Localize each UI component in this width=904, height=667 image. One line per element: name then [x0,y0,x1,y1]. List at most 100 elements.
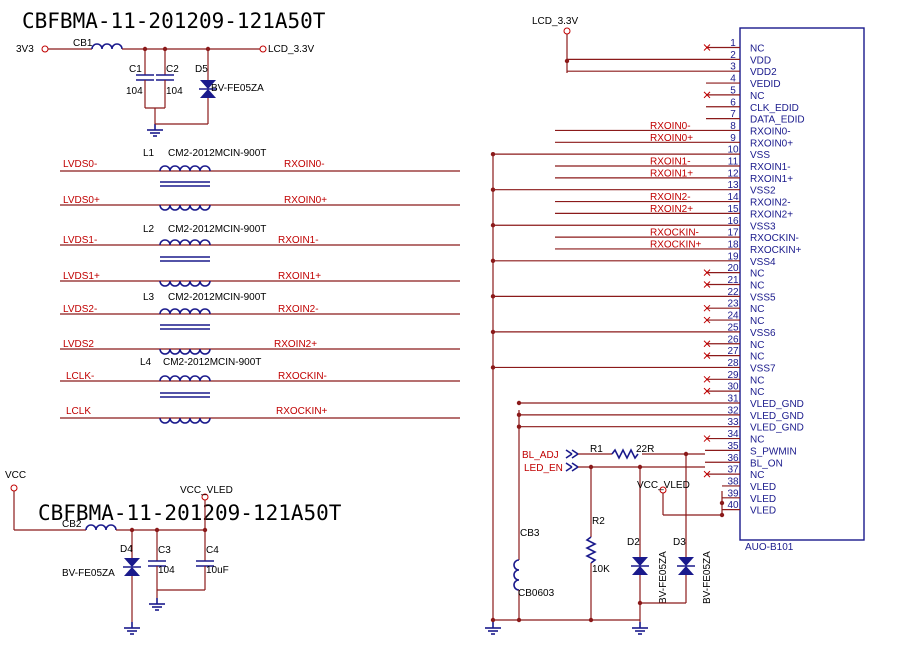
pin-name: NC [750,91,764,102]
lvds-input-label: LCLK [66,406,91,417]
pin-name: NC [750,44,764,55]
power-port-3v3 [41,45,49,53]
d3-label: D3 [673,537,686,548]
c3-label: C3 [158,545,171,556]
pin-name: RXOIN0+ [750,138,793,149]
pin-number: 4 [730,74,736,85]
pin-number: 14 [727,192,739,203]
l2-value: CM2-2012MCIN-900T [168,224,266,235]
l4-value: CM2-2012MCIN-900T [163,357,261,368]
pin-number: 10 [727,145,739,156]
connector-pin: 8 RXOIN0- RXOIN0- [555,121,791,137]
pin-name: VLED_GND [750,399,804,410]
d2-label: D2 [627,537,640,548]
resistor-r2 [585,536,597,564]
pin-number: 31 [727,394,739,405]
pin-number: 6 [730,97,736,108]
pin-number: 32 [727,405,739,416]
d4-label: D4 [120,544,133,555]
pin-number: 17 [727,228,739,239]
pin-net-label: RXOIN1- [650,157,691,168]
lvds-output-label: RXOIN0- [284,159,325,170]
lvds-output-label: RXOIN1+ [278,271,321,282]
pin-name: RXOIN1- [750,162,791,173]
c1-label: C1 [129,64,142,75]
pin-name: RXOIN1+ [750,174,793,185]
pin-name: NC [750,304,764,315]
pin-number: 28 [727,358,739,369]
pin-name: VSS4 [750,257,776,268]
c4-value: 10uF [206,565,229,576]
pin-number: 37 [727,465,739,476]
pin-number: 29 [727,370,739,381]
pin-number: 38 [727,476,739,487]
lvds-output-label: RXOIN1- [278,235,319,246]
d3-value: BV-FE05ZA [702,551,713,604]
pin-number: 25 [727,322,739,333]
pin-number: 9 [730,133,736,144]
pin-name: NC [750,281,764,292]
ferrite-bead-cb2 [85,524,117,531]
lvds-input-label: LVDS2- [63,304,97,315]
pin-net-label: RXOIN0+ [650,133,693,144]
c2-value: 104 [166,86,183,97]
pin-number: 13 [727,180,739,191]
pin-name: NC [750,316,764,327]
net-3v3-label: 3V3 [16,44,34,55]
pin-name: RXOCKIN+ [750,245,802,256]
pin-name: VDD [750,55,771,66]
net-lcd33-label: LCD_3.3V [268,44,314,55]
pin-number: 8 [730,121,736,132]
power-port-lcd33-conn [563,27,571,35]
pin-number: 40 [727,500,739,511]
connector-pin: 9 RXOIN0+ RXOIN0+ [555,133,793,149]
choke-l3: L3 CM2-2012MCIN-900T LVDS2- LVDS2 RXOIN2… [60,292,460,355]
r2-value: 10K [592,564,610,575]
lvds-input-label: LVDS2 [63,339,94,350]
pin-name: VLED [750,482,776,493]
pin-name: NC [750,387,764,398]
pin-name: S_PWMIN [750,446,797,457]
choke-l2: L2 CM2-2012MCIN-900T LVDS1- LVDS1+ RXOIN… [60,224,460,287]
pin-name: RXOCKIN- [750,233,799,244]
lvds-input-label: LCLK- [66,371,94,382]
pin-name: VLED [750,494,776,505]
pin-name: RXOIN2+ [750,209,793,220]
pin-number: 19 [727,251,739,262]
choke-l1: L1 CM2-2012MCIN-900T LVDS0- LVDS0+ RXOIN… [60,148,460,211]
cb2-label: CB2 [62,519,82,530]
c1-value: 104 [126,86,143,97]
pin-number: 35 [727,441,739,452]
net-vcc-vled-2-label: VCC_VLED [637,480,690,491]
lvds-input-label: LVDS1- [63,235,97,246]
r1-value: 22R [636,444,654,455]
choke-l4: L4 CM2-2012MCIN-900T LCLK- LCLK RXOCKIN-… [60,357,460,424]
pin-number: 15 [727,204,739,215]
pin-name: VSS3 [750,221,776,232]
net-vcc-vled-label: VCC_VLED [180,485,233,496]
l2-label: L2 [143,224,155,235]
pin-name: VLED_GND [750,411,804,422]
pin-net-label: RXOIN2- [650,192,691,203]
led-en-label: LED_EN [524,463,563,474]
pin-number: 27 [727,346,739,357]
pin-number: 18 [727,239,739,250]
pin-name: RXOIN2- [750,198,791,209]
pin-name: RXOIN0- [750,126,791,137]
bl-adj-label: BL_ADJ [522,450,559,461]
pin-net-label: RXOIN0- [650,121,691,132]
